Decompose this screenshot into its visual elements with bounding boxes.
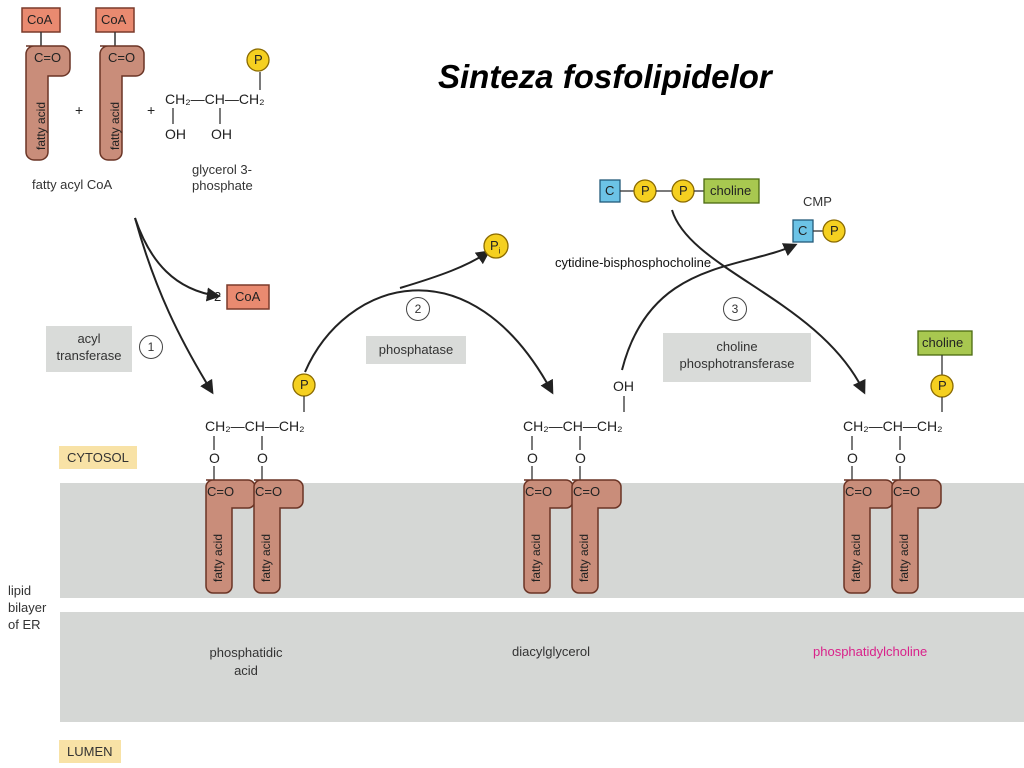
cmp-molecule — [792, 219, 846, 243]
phosphatidic-line1: phosphatidic — [209, 645, 283, 660]
fatty-acid-label: fatty acid — [34, 102, 48, 150]
arrow-acyl-transfer — [134, 217, 214, 395]
fatty-acyl-coa-label: fatty acyl CoA — [32, 177, 113, 192]
lumen-tag: LUMEN — [59, 740, 121, 763]
ester-oxygen: O — [895, 450, 906, 466]
fatty-acyl-coa-2 — [95, 7, 145, 161]
glycerol-chain: CH₂—CH—CH₂ — [205, 418, 305, 434]
choline-pt-line1: choline — [716, 339, 758, 354]
phosphate-letter: P — [679, 183, 688, 198]
glycerol-chain: CH₂—CH—CH₂ — [523, 418, 623, 434]
glycerol-label-line2: phosphate — [192, 178, 253, 193]
cdp-choline-caption: cytidine-bisphosphocholine — [555, 255, 712, 270]
acyl-transferase-line1: acyl — [77, 331, 101, 346]
choline-pt-line2: phosphotransferase — [679, 356, 795, 371]
carbonyl-label: C=O — [34, 50, 62, 65]
hydroxyl-label: OH — [211, 126, 232, 142]
ester-oxygen: O — [847, 450, 858, 466]
pi-subscript: i — [498, 246, 501, 256]
phosphatidylcholine-molecule — [843, 330, 973, 594]
carbonyl-label: C=O — [845, 484, 873, 499]
step-2-badge: 2 — [406, 297, 430, 321]
phosphatidic-acid-molecule — [205, 373, 316, 594]
coa-label: CoA — [101, 12, 127, 27]
fatty-acid-label: fatty acid — [211, 534, 225, 582]
hydroxyl-label: OH — [165, 126, 186, 142]
cytidine-letter: C — [605, 183, 615, 198]
diacylglycerol-molecule — [523, 396, 625, 594]
carbonyl-label: C=O — [525, 484, 553, 499]
carbonyl-label: C=O — [207, 484, 235, 499]
phosphate-letter: P — [641, 183, 650, 198]
fatty-acid-label: fatty acid — [108, 102, 122, 150]
fatty-acid-label: fatty acid — [577, 534, 591, 582]
carbonyl-label: C=O — [255, 484, 283, 499]
glycerol-3-phosphate-label: glycerol 3- phosphate — [192, 162, 253, 194]
phosphatidic-acid-label: phosphatidic acid — [202, 644, 290, 680]
cytidine-letter: C — [798, 223, 808, 238]
fatty-acid-label: fatty acid — [259, 534, 273, 582]
arrow-pi-release — [399, 250, 491, 289]
fatty-acid-label: fatty acid — [849, 534, 863, 582]
plus-sign: + — [75, 102, 84, 118]
phosphate-letter: P — [830, 223, 839, 238]
phosphatase-label: phosphatase — [378, 342, 454, 357]
phosphate-icon — [246, 48, 270, 72]
cdp-choline — [599, 178, 760, 204]
carbonyl-label: C=O — [893, 484, 921, 499]
plus-sign: + — [147, 102, 156, 118]
choline-phosphotransferase-box: choline phosphotransferase — [663, 333, 811, 382]
ester-oxygen: O — [527, 450, 538, 466]
glycerol-3-phosphate-bonds — [172, 72, 261, 124]
ester-oxygen: O — [209, 450, 220, 466]
two-coa-count: 2 — [214, 289, 222, 304]
fatty-acid-label: fatty acid — [529, 534, 543, 582]
ester-oxygen: O — [257, 450, 268, 466]
acyl-transferase-box: acyl transferase — [46, 326, 132, 372]
arrow-phosphatase — [304, 289, 554, 395]
hydroxyl-label: OH — [613, 378, 634, 394]
lipid-label-line2: bilayer — [8, 600, 47, 615]
arrow-choline-transfer — [671, 209, 866, 395]
choline-label: choline — [922, 335, 964, 350]
phosphatidylcholine-label: phosphatidylcholine — [813, 644, 928, 659]
pi-letter: P — [490, 238, 499, 253]
arrow-cmp-release — [621, 243, 798, 371]
inorganic-phosphate-icon — [483, 233, 509, 259]
phosphate-letter: P — [938, 378, 947, 393]
choline-label: choline — [710, 183, 752, 198]
acyl-transferase-line2: transferase — [56, 348, 122, 363]
inorganic-phosphate-letter: Pi — [490, 238, 500, 256]
coa-label: CoA — [27, 12, 53, 27]
step-3-badge: 3 — [723, 297, 747, 321]
diacylglycerol-label: diacylglycerol — [512, 644, 591, 659]
phosphatidic-line2: acid — [234, 663, 258, 678]
lipid-label-line3: of ER — [8, 617, 41, 632]
cmp-label: CMP — [803, 194, 832, 209]
phosphate-letter: P — [300, 377, 309, 392]
lipid-label-line1: lipid — [8, 583, 32, 598]
page-title: Sinteza fosfolipidelor — [438, 58, 772, 95]
glycerol-label-line1: glycerol 3- — [192, 162, 252, 177]
phosphatase-box: phosphatase — [366, 336, 466, 364]
two-coa-box — [226, 284, 270, 310]
lipid-bilayer-label: lipid bilayer of ER — [8, 582, 46, 633]
carbonyl-label: C=O — [108, 50, 136, 65]
carbonyl-label: C=O — [573, 484, 601, 499]
ester-oxygen: O — [575, 450, 586, 466]
glycerol-chain: CH₂—CH—CH₂ — [165, 91, 265, 107]
step-1-badge: 1 — [139, 335, 163, 359]
cytosol-tag: CYTOSOL — [59, 446, 137, 469]
coa-label: CoA — [235, 289, 261, 304]
phosphate-letter: P — [254, 52, 263, 67]
fatty-acyl-coa-1 — [21, 7, 71, 161]
glycerol-chain: CH₂—CH—CH₂ — [843, 418, 943, 434]
arrow-coa-release — [134, 217, 221, 302]
membrane-lower-leaflet — [60, 612, 1024, 722]
fatty-acid-label: fatty acid — [897, 534, 911, 582]
